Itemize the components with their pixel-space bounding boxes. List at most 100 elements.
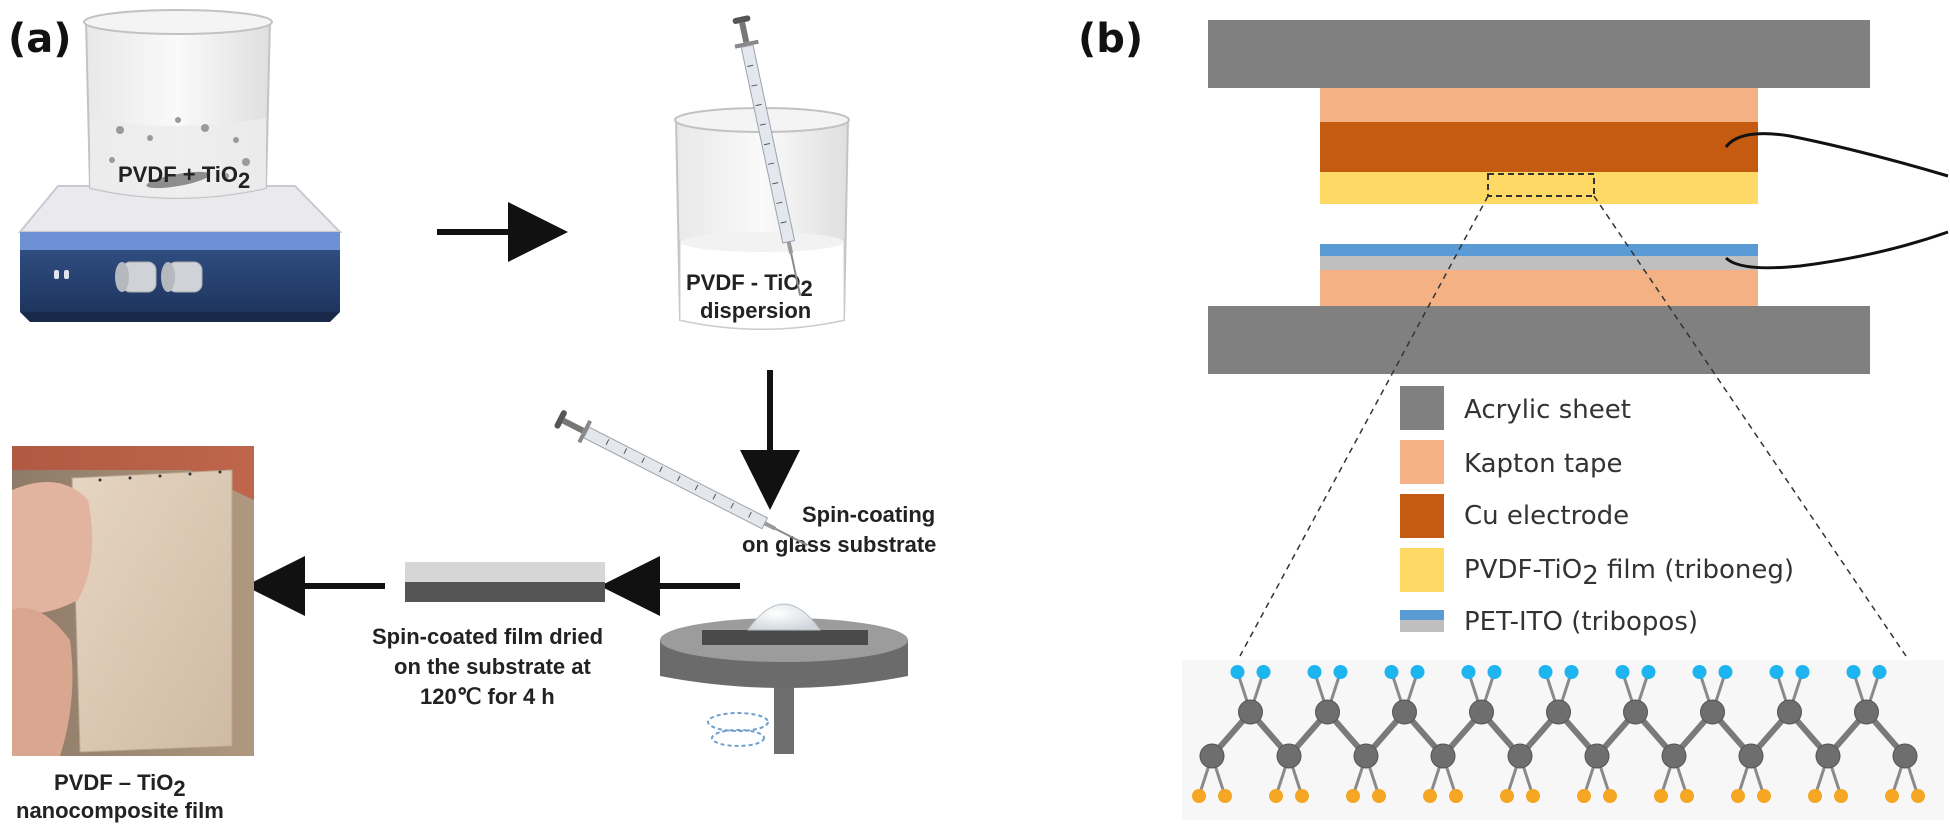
panel-a-label: (a) xyxy=(8,16,72,62)
pvdf-tio2-film xyxy=(1320,172,1758,204)
carbon-atom xyxy=(1276,743,1302,769)
teng-stack xyxy=(1208,20,1949,374)
fluorine-atom xyxy=(1487,665,1502,679)
hydrogen-atom xyxy=(1731,789,1745,803)
beaker2-label-line1: PVDF - TiO xyxy=(686,270,801,295)
fluorine-atom xyxy=(1872,665,1887,679)
svg-text:PVDF - TiO2: PVDF - TiO2 xyxy=(686,270,813,301)
legend-text-pet-ito: PET-ITO (tribopos) xyxy=(1464,607,1698,637)
fluorine-atom xyxy=(1615,665,1630,679)
fluorine-atom xyxy=(1795,665,1810,679)
dried-label-line3: 120℃ for 4 h xyxy=(420,684,555,709)
hydrogen-atom xyxy=(1192,789,1206,803)
beaker2-label-line1-subscript: 2 xyxy=(801,276,813,301)
hydrogen-atom xyxy=(1911,789,1925,803)
hydrogen-atom xyxy=(1269,789,1283,803)
kapton-tape-bottom xyxy=(1320,270,1758,306)
fluorine-atom xyxy=(1692,665,1707,679)
hydrogen-atom xyxy=(1500,789,1514,803)
svg-text:PVDF – TiO2: PVDF – TiO2 xyxy=(54,770,186,801)
fluorine-atom xyxy=(1564,665,1579,679)
legend-swatch-acrylic xyxy=(1400,386,1444,430)
hydrogen-atom xyxy=(1603,789,1617,803)
fluorine-atom xyxy=(1718,665,1733,679)
fluorine-atom xyxy=(1641,665,1656,679)
fluorine-atom xyxy=(1461,665,1476,679)
carbon-atom xyxy=(1392,699,1417,725)
film-label-line2: nanocomposite film xyxy=(16,798,224,823)
spin-coater xyxy=(660,603,908,754)
fluorine-atom xyxy=(1307,665,1322,679)
fluorine-atom xyxy=(1230,665,1245,679)
hydrogen-atom xyxy=(1834,789,1848,803)
hydrogen-atom xyxy=(1885,789,1899,803)
pvdf-molecular-chain xyxy=(1192,665,1925,803)
legend-text-kapton: Kapton tape xyxy=(1464,449,1623,479)
acrylic-sheet-bottom xyxy=(1208,306,1870,374)
legend: Acrylic sheet Kapton tape Cu electrode P… xyxy=(1400,386,1794,637)
carbon-atom xyxy=(1892,743,1918,769)
hydrogen-atom xyxy=(1577,789,1591,803)
carbon-atom xyxy=(1738,743,1764,769)
hydrogen-atom xyxy=(1680,789,1694,803)
hydrogen-atom xyxy=(1372,789,1386,803)
dried-label-line2: on the substrate at xyxy=(394,654,591,679)
film-label-line1-subscript: 2 xyxy=(173,776,185,801)
svg-text:PVDF-TiO2 film (triboneg): PVDF-TiO2 film (triboneg) xyxy=(1464,555,1794,591)
carbon-atom xyxy=(1777,699,1802,725)
legend-swatch-pet-blue xyxy=(1400,610,1444,620)
panel-b-label: (b) xyxy=(1078,16,1143,62)
wire-bottom xyxy=(1724,230,1949,270)
carbon-atom xyxy=(1546,699,1571,725)
fluorine-atom xyxy=(1846,665,1861,679)
carbon-atom xyxy=(1353,743,1379,769)
svg-text:PVDF + TiO2: PVDF + TiO2 xyxy=(118,162,250,193)
carbon-atom xyxy=(1238,699,1263,725)
cu-electrode-top xyxy=(1320,122,1758,172)
kapton-tape-top xyxy=(1320,88,1758,122)
beaker-pvdf-tio2: PVDF + TiO2 xyxy=(83,9,273,199)
hydrogen-atom xyxy=(1808,789,1822,803)
carbon-atom xyxy=(1854,699,1879,725)
spin-coating-label-line1: Spin-coating xyxy=(802,502,935,527)
carbon-atom xyxy=(1700,699,1725,725)
fluorine-atom xyxy=(1256,665,1271,679)
hydrogen-atom xyxy=(1218,789,1232,803)
magnetic-stirrer xyxy=(17,185,343,322)
carbon-atom xyxy=(1315,699,1340,725)
hydrogen-atom xyxy=(1423,789,1437,803)
legend-swatch-cu xyxy=(1400,494,1444,538)
legend-swatch-kapton xyxy=(1400,440,1444,484)
hydrogen-atom xyxy=(1526,789,1540,803)
legend-swatch-pvdf xyxy=(1400,548,1444,592)
beaker2-label-line2: dispersion xyxy=(700,298,811,323)
fluorine-atom xyxy=(1384,665,1399,679)
fluorine-atom xyxy=(1410,665,1425,679)
carbon-atom xyxy=(1507,743,1533,769)
hydrogen-atom xyxy=(1757,789,1771,803)
legend-text-cu: Cu electrode xyxy=(1464,501,1629,531)
beaker1-label: PVDF + TiO xyxy=(118,162,238,187)
carbon-atom xyxy=(1199,743,1225,769)
hydrogen-atom xyxy=(1346,789,1360,803)
film-label-line1: PVDF – TiO xyxy=(54,770,173,795)
spin-coating-label-line2: on glass substrate xyxy=(742,532,936,557)
legend-text-pvdf: PVDF-TiO xyxy=(1464,555,1582,585)
carbon-atom xyxy=(1815,743,1841,769)
rotation-arrow-icon xyxy=(707,712,769,747)
carbon-atom xyxy=(1623,699,1648,725)
hydrogen-atom xyxy=(1449,789,1463,803)
film-photo xyxy=(12,446,254,756)
wire-top xyxy=(1724,132,1949,178)
acrylic-sheet-top xyxy=(1208,20,1870,88)
fluorine-atom xyxy=(1769,665,1784,679)
pet-ito-grey xyxy=(1320,256,1758,270)
dried-label-line1: Spin-coated film dried xyxy=(372,624,603,649)
legend-swatch-pet-grey xyxy=(1400,620,1444,632)
carbon-atom xyxy=(1584,743,1610,769)
fluorine-atom xyxy=(1333,665,1348,679)
beaker1-label-subscript: 2 xyxy=(238,168,250,193)
legend-text-pvdf-subscript: 2 xyxy=(1582,561,1599,591)
pet-ito-blue xyxy=(1320,244,1758,256)
